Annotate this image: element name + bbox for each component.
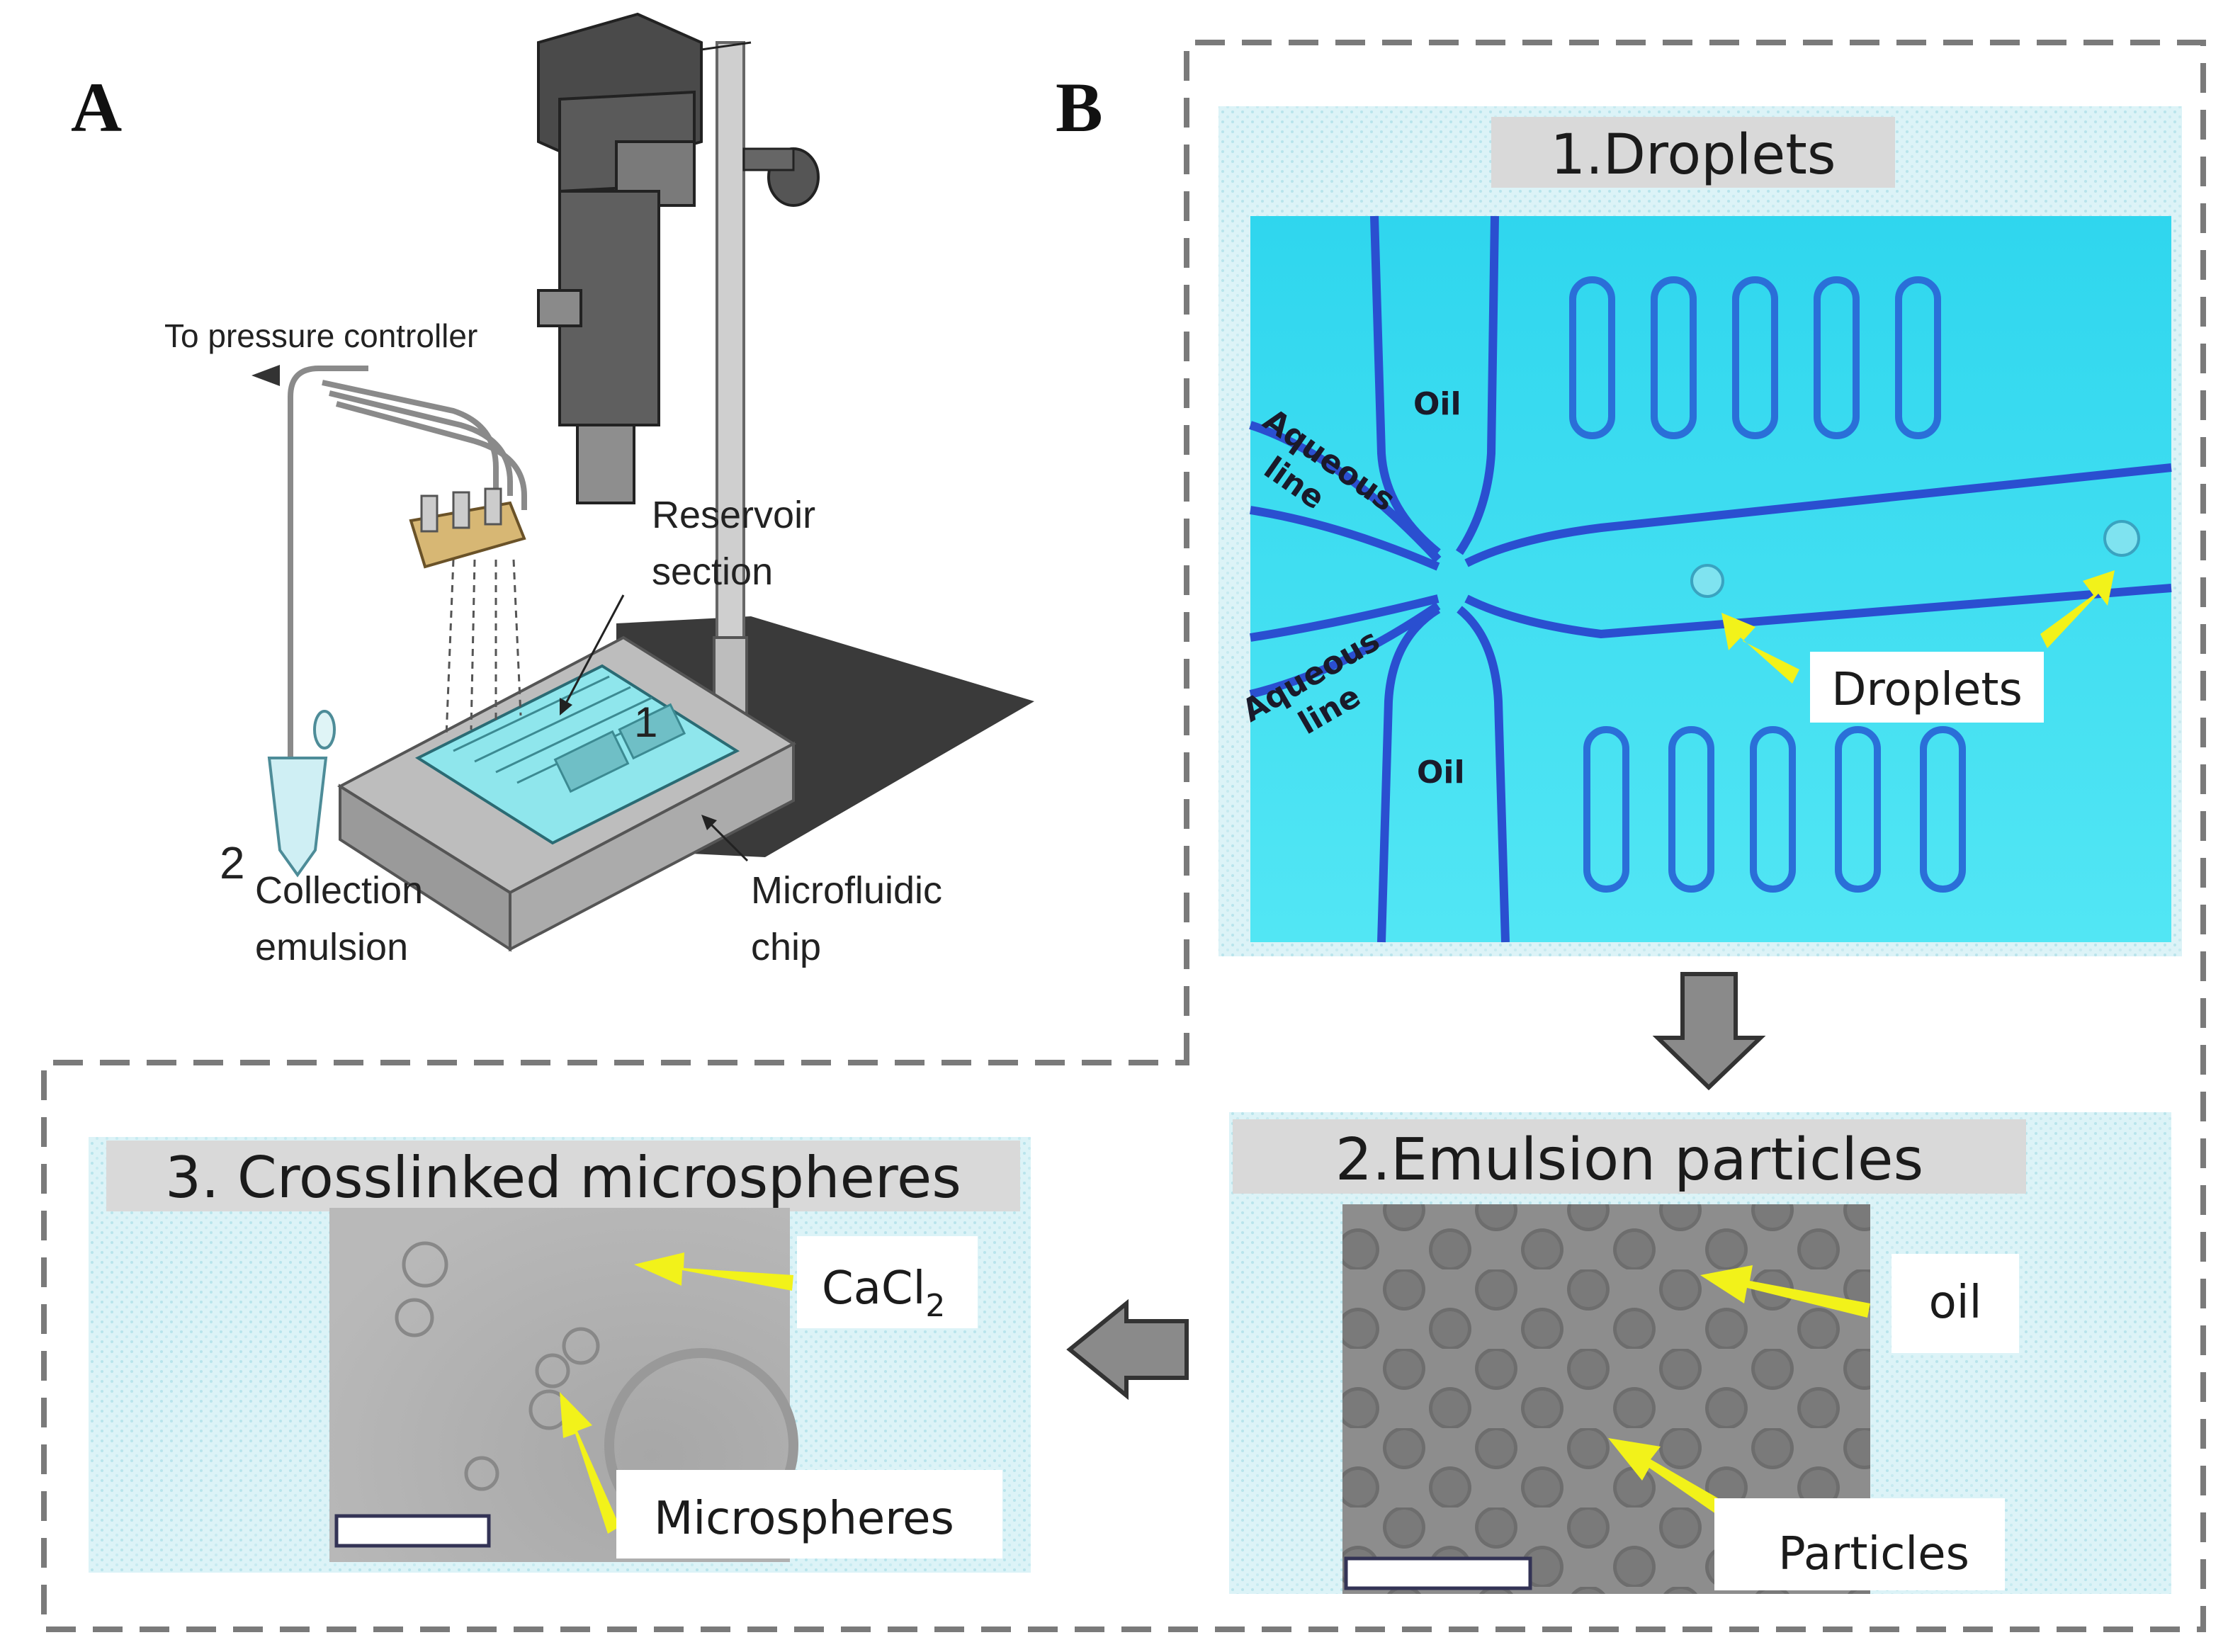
- cacl-base: CaCl: [822, 1262, 925, 1315]
- chip-holder: [337, 635, 797, 952]
- droplets-callout: Droplets: [1831, 664, 2023, 716]
- step2-panel: 2.Emulsion particles oil Particles: [1229, 1112, 2171, 1594]
- droplet: [2103, 520, 2140, 557]
- droplet: [1690, 564, 1724, 598]
- microspheres-callout: Microspheres: [654, 1493, 954, 1545]
- down-arrow-icon: [1652, 972, 1766, 1091]
- step1-title: 1.Droplets: [1551, 123, 1836, 187]
- step3-title-box: [106, 1141, 1020, 1211]
- panel-a-letter: A: [71, 68, 122, 147]
- cacl-callout: CaCl2: [822, 1262, 945, 1324]
- left-arrow-icon: [1066, 1299, 1189, 1401]
- microscope-pole: [716, 41, 745, 738]
- droplet-arrows: [1721, 570, 2115, 684]
- collection-label-line1: Collection: [255, 869, 423, 912]
- collection-label-line2: emulsion: [255, 926, 408, 968]
- cacl-subscript: 2: [925, 1288, 945, 1324]
- scale-bar: [334, 1514, 491, 1548]
- oil-top-label: Oil: [1413, 386, 1461, 422]
- panel-b-frame: [41, 40, 2206, 1632]
- scale-bar: [1344, 1556, 1532, 1590]
- step3-panel: 3. Crosslinked microspheres CaCl2 Micros…: [89, 1137, 1031, 1573]
- droplets-callout-box: [1810, 652, 2044, 723]
- chip-label-line1: Microfluidic: [751, 869, 942, 912]
- step2-title-box: [1233, 1119, 2026, 1194]
- particles-callout: Particles: [1778, 1528, 1969, 1580]
- panel-b-letter: B: [1056, 68, 1103, 147]
- emulsion-arrows: [1608, 1265, 1870, 1527]
- pillars: [1569, 276, 1966, 893]
- oil-bottom-label: Oil: [1417, 754, 1465, 791]
- microsphere-arrows: [560, 1252, 793, 1534]
- step1-title-box: [1491, 117, 1895, 188]
- step3-title: 3. Crosslinked microspheres: [165, 1145, 961, 1211]
- particles-callout-box: [1714, 1498, 2005, 1590]
- pressure-arrow-icon: [251, 365, 280, 386]
- oil-callout: oil: [1929, 1277, 1982, 1329]
- tube-connector: [409, 487, 526, 569]
- chip-label-line2: chip: [751, 926, 821, 968]
- step1-panel: 1.Droplets: [1218, 106, 2182, 956]
- reservoir-label-line1: Reservoir: [652, 494, 815, 536]
- microscope: [537, 12, 820, 504]
- microspheres-callout-box: [616, 1470, 1002, 1558]
- step2-title: 2.Emulsion particles: [1335, 1126, 1923, 1194]
- oil-callout-box: [1891, 1254, 2019, 1353]
- cacl-callout-box: [797, 1236, 978, 1328]
- collection-number: 2: [220, 837, 245, 888]
- microchannels: [1249, 215, 2172, 943]
- pressure-label: To pressure controller: [164, 317, 477, 354]
- tubing: [288, 366, 527, 758]
- reservoir-label-line2: section: [652, 550, 773, 593]
- collection-tube: [267, 710, 336, 878]
- panel-a: A: [71, 12, 1034, 968]
- reservoir-number: 1: [634, 698, 657, 746]
